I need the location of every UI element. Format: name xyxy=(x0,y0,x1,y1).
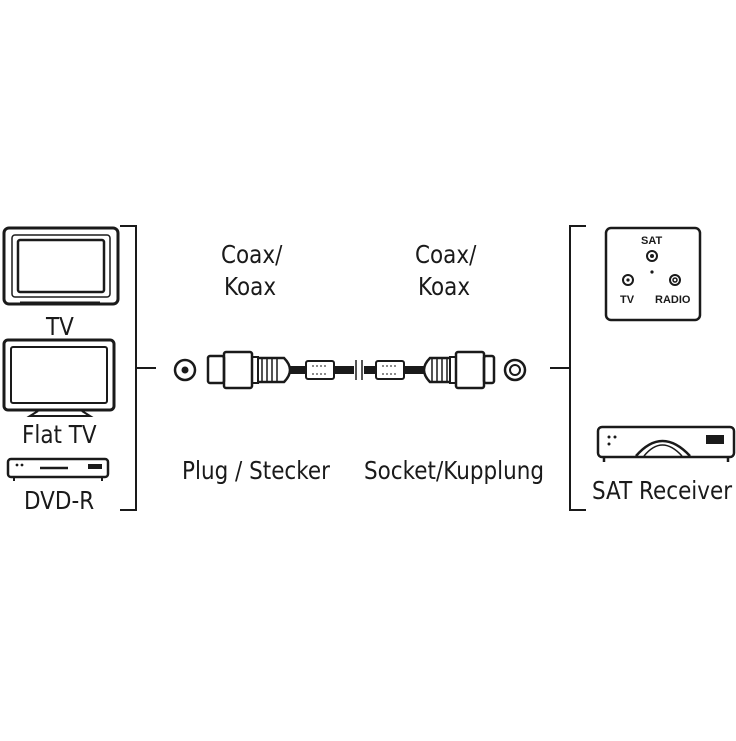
tv-label: TV xyxy=(46,312,74,341)
sat-wall-socket-icon xyxy=(604,226,702,322)
plug-end-icon xyxy=(173,358,197,382)
right-bracket xyxy=(550,225,586,511)
dvd-label: DVD-R xyxy=(24,486,95,515)
sat-receiver-icon xyxy=(596,425,736,462)
wall-socket-radio-label: RADIO xyxy=(655,294,691,306)
coax-right-bottom-label: Koax xyxy=(418,272,471,301)
left-bracket xyxy=(120,225,156,511)
socket-end-icon xyxy=(503,358,527,382)
coax-right-top-label: Coax/ xyxy=(415,240,477,269)
wall-socket-sat-label: SAT xyxy=(641,235,663,247)
coax-left-bottom-label: Koax xyxy=(224,272,277,301)
wall-socket-tv-label: TV xyxy=(620,294,635,306)
coax-left-top-label: Coax/ xyxy=(221,240,283,269)
sat-receiver-label: SAT Receiver xyxy=(592,476,733,505)
dvd-recorder-icon xyxy=(6,457,110,481)
plug-label: Plug / Stecker xyxy=(182,456,331,485)
flat-tv-icon xyxy=(2,338,116,417)
flat-tv-label: Flat TV xyxy=(22,420,97,449)
crt-tv-icon xyxy=(2,226,120,306)
socket-label: Socket/Kupplung xyxy=(364,456,545,485)
coax-cable-icon xyxy=(206,350,496,390)
